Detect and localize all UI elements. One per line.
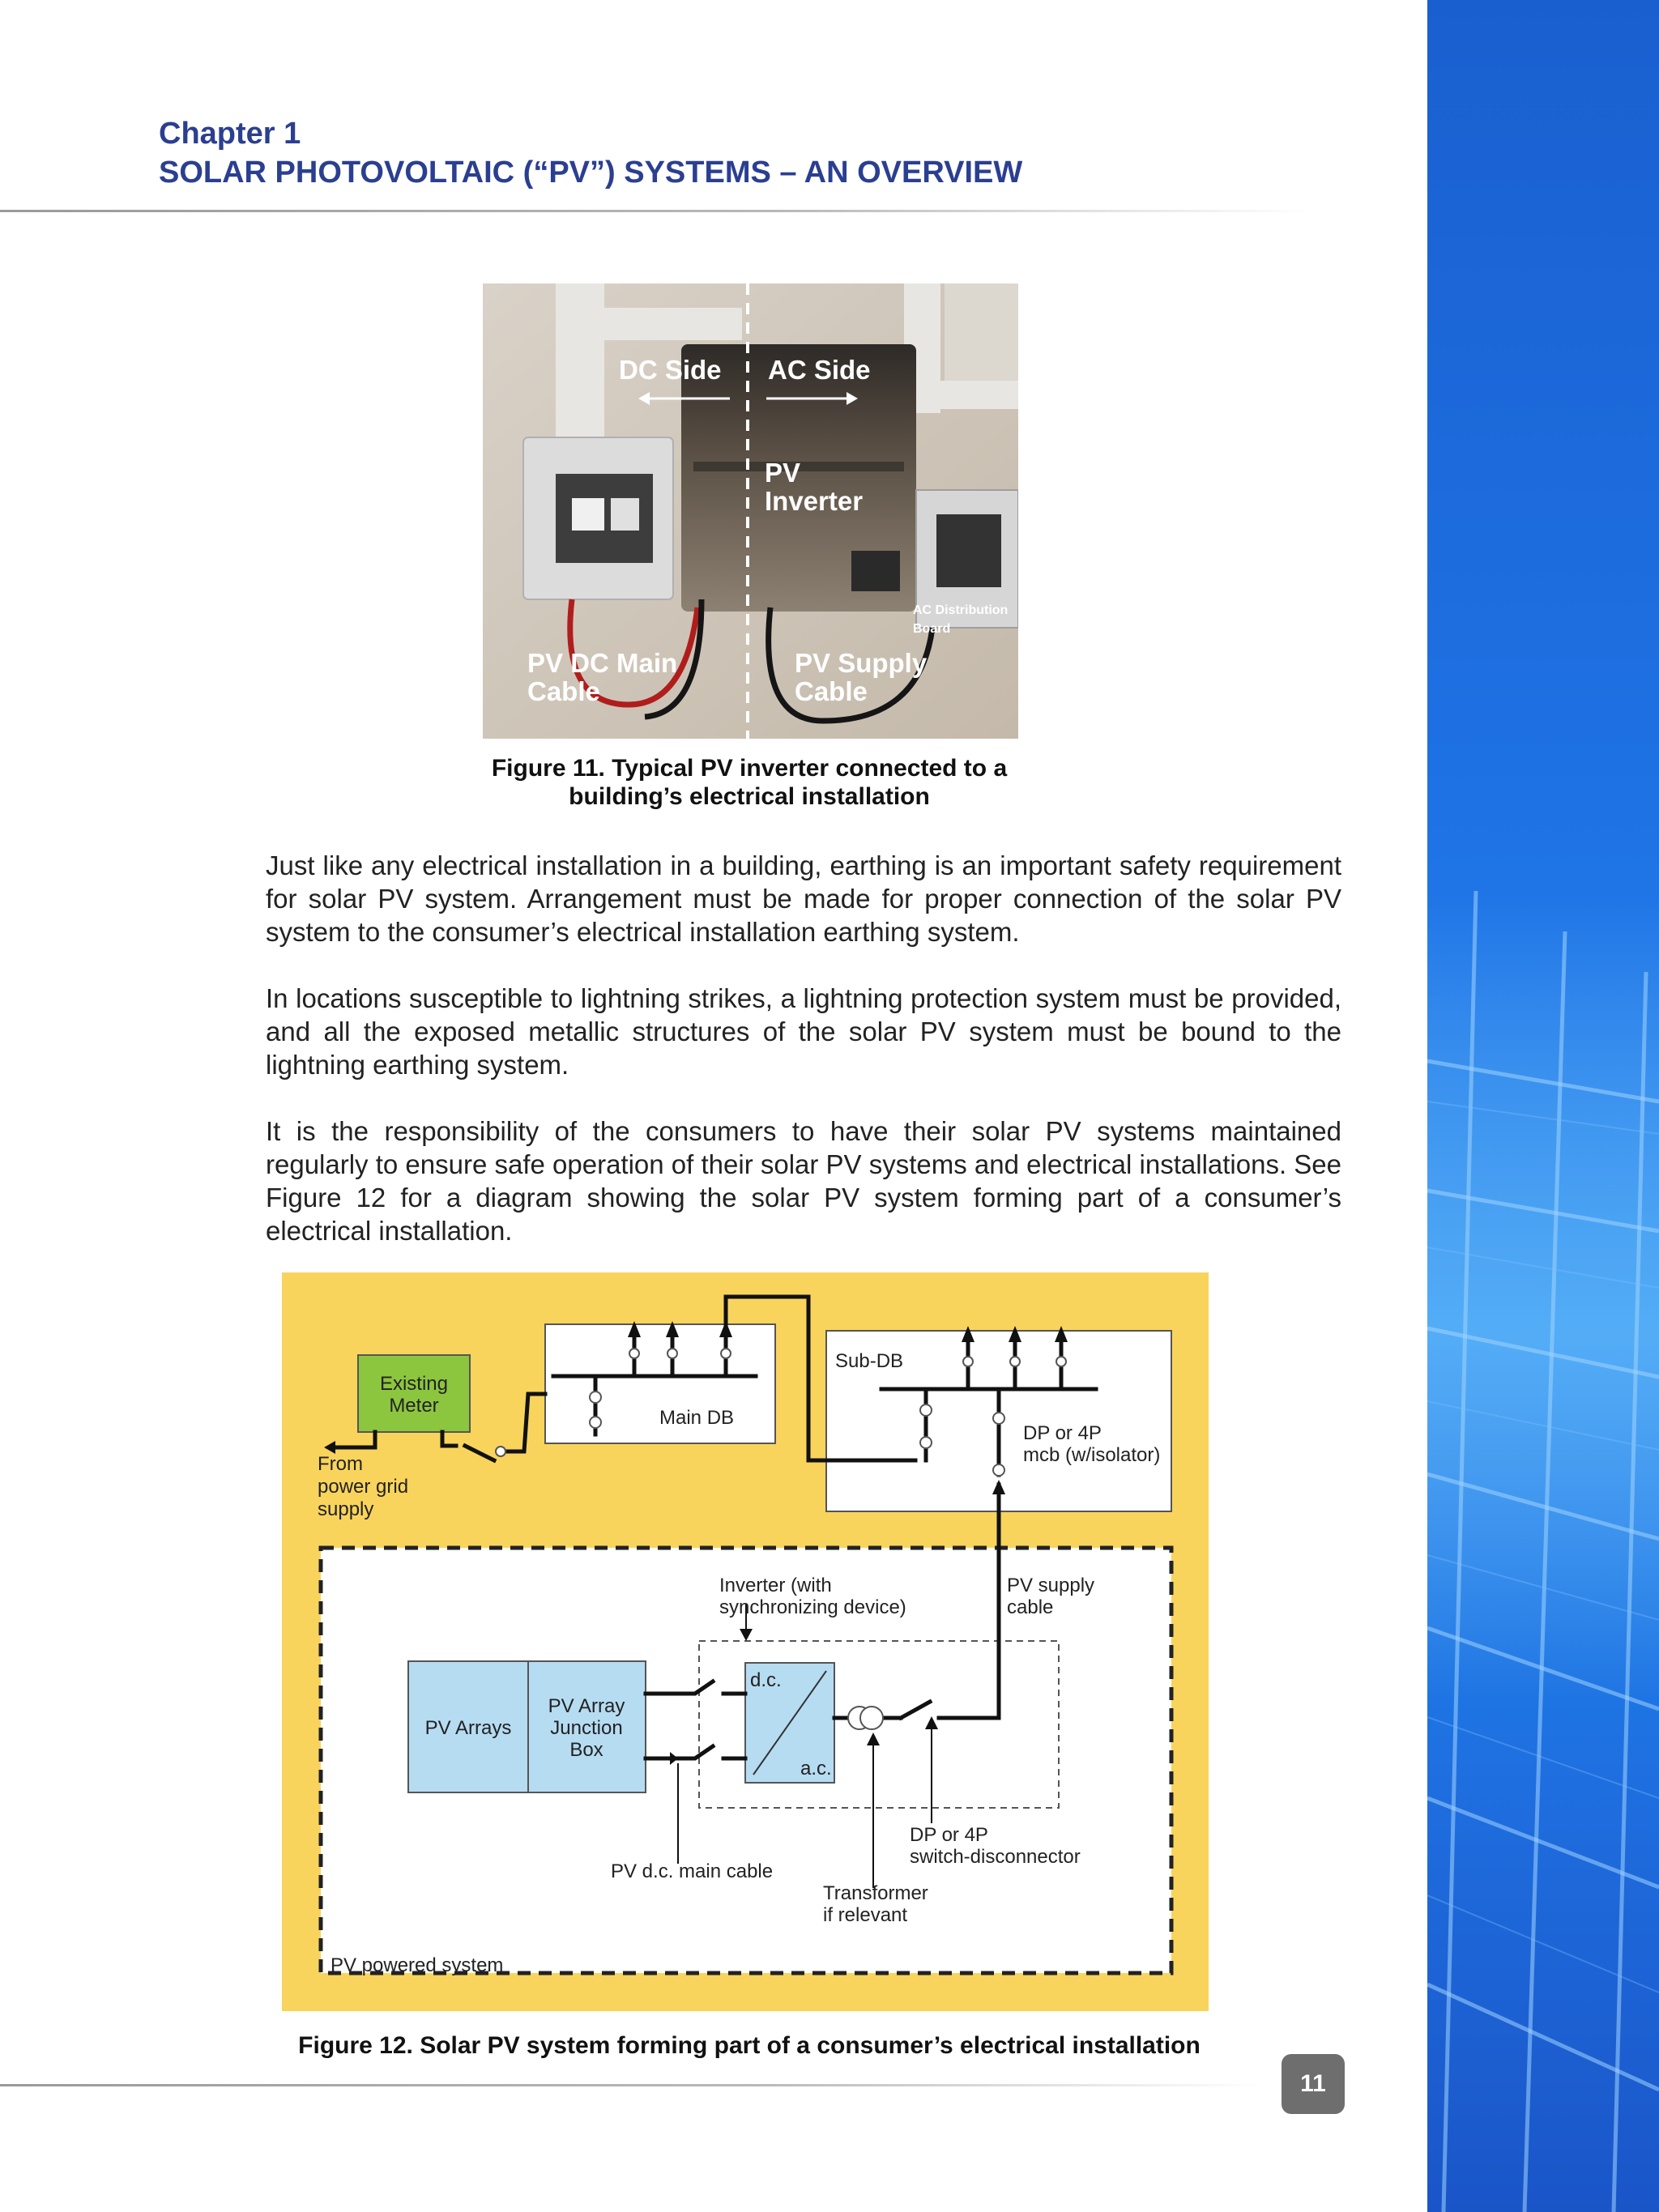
supply-cable-label-1: PV Supply [795,648,928,678]
transformer-label-2: if relevant [823,1904,907,1926]
chapter-title: SOLAR PHOTOVOLTAIC (“PV”) SYSTEMS – AN O… [159,156,1023,190]
solar-panel-graphic [1427,890,1659,2212]
junction-box-label-1: PV Array [548,1695,625,1717]
mcb-label-2: mcb (w/isolator) [1023,1444,1160,1466]
dc-side-label: DC Side [619,355,722,385]
mcb-label-1: DP or 4P [1023,1422,1102,1444]
junction-box-label-2: Junction [550,1717,622,1739]
ac-side-label: AC Side [768,355,871,385]
header-divider [0,210,1312,212]
pv-powered-system-label: PV powered system [331,1954,503,1976]
pv-supply-label-2: cable [1007,1596,1053,1618]
page-number-badge: 11 [1282,2054,1345,2114]
dc-cable-label-2: Cable [527,676,600,706]
body-text: Just like any electrical installation in… [266,849,1341,1281]
figure-11-caption-line-1: Figure 11. Typical PV inverter connected… [491,755,1008,782]
paragraph-lightning: In locations susceptible to lightning st… [266,983,1341,1080]
ac-distribution-label-1: AC Distribution [913,603,1008,617]
supply-cable-label-2: Cable [795,676,868,706]
switch-disconnector-label-1: DP or 4P [910,1824,988,1846]
footer-divider [0,2084,1264,2086]
transformer-label-1: Transformer [823,1882,928,1904]
ac-label: a.c. [800,1758,832,1779]
dc-cable-label-1: PV DC Main [527,648,677,678]
junction-box [527,1660,646,1793]
pv-arrays-box [407,1660,529,1793]
inverter-label-2: synchronizing device) [719,1596,906,1618]
figure-11-caption-line-2: building’s electrical installation [569,783,930,810]
existing-meter-box [357,1354,471,1433]
pv-system-diagram: Existing Meter From power grid supply Ma… [282,1272,1209,2011]
from-grid-label-2: power grid [318,1476,408,1498]
junction-box-label-3: Box [569,1739,603,1761]
ac-distribution-label-2: Board [913,622,950,636]
dc-label: d.c. [750,1669,782,1691]
main-db-box [544,1323,776,1444]
inverter-photo: DC Side AC Side PV Inverter AC Distribut… [483,283,1018,739]
paragraph-responsibility: It is the responsibility of the consumer… [266,1116,1342,1246]
chapter-number: Chapter 1 [159,117,301,151]
figure-11-caption: Figure 11. Typical PV inverter connected… [389,754,1110,811]
switch-disconnector-label-2: switch-disconnector [910,1846,1081,1868]
existing-meter-label-1: Existing [380,1373,448,1395]
existing-meter-label-2: Meter [389,1395,438,1417]
inverter-label-2: Inverter [765,486,863,516]
pv-supply-label-1: PV supply [1007,1575,1094,1596]
solar-panel-sidebar [1427,0,1659,2212]
sub-db-label: Sub-DB [835,1350,903,1372]
from-grid-label-3: supply [318,1498,373,1520]
chapter-heading: Chapter 1 SOLAR PHOTOVOLTAIC (“PV”) SYST… [159,115,1022,193]
inverter-boundary [698,1640,1060,1809]
dc-main-cable-label: PV d.c. main cable [611,1860,773,1882]
pv-arrays-label: PV Arrays [425,1717,512,1739]
paragraph-earthing: Just like any electrical installation in… [266,850,1341,947]
inverter-label-1: Inverter (with [719,1575,832,1596]
main-db-label: Main DB [659,1407,734,1429]
from-grid-label-1: From [318,1453,363,1475]
inverter-label-1: PV [765,458,800,488]
figure-12-caption: Figure 12. Solar PV system forming part … [298,2032,1201,2059]
